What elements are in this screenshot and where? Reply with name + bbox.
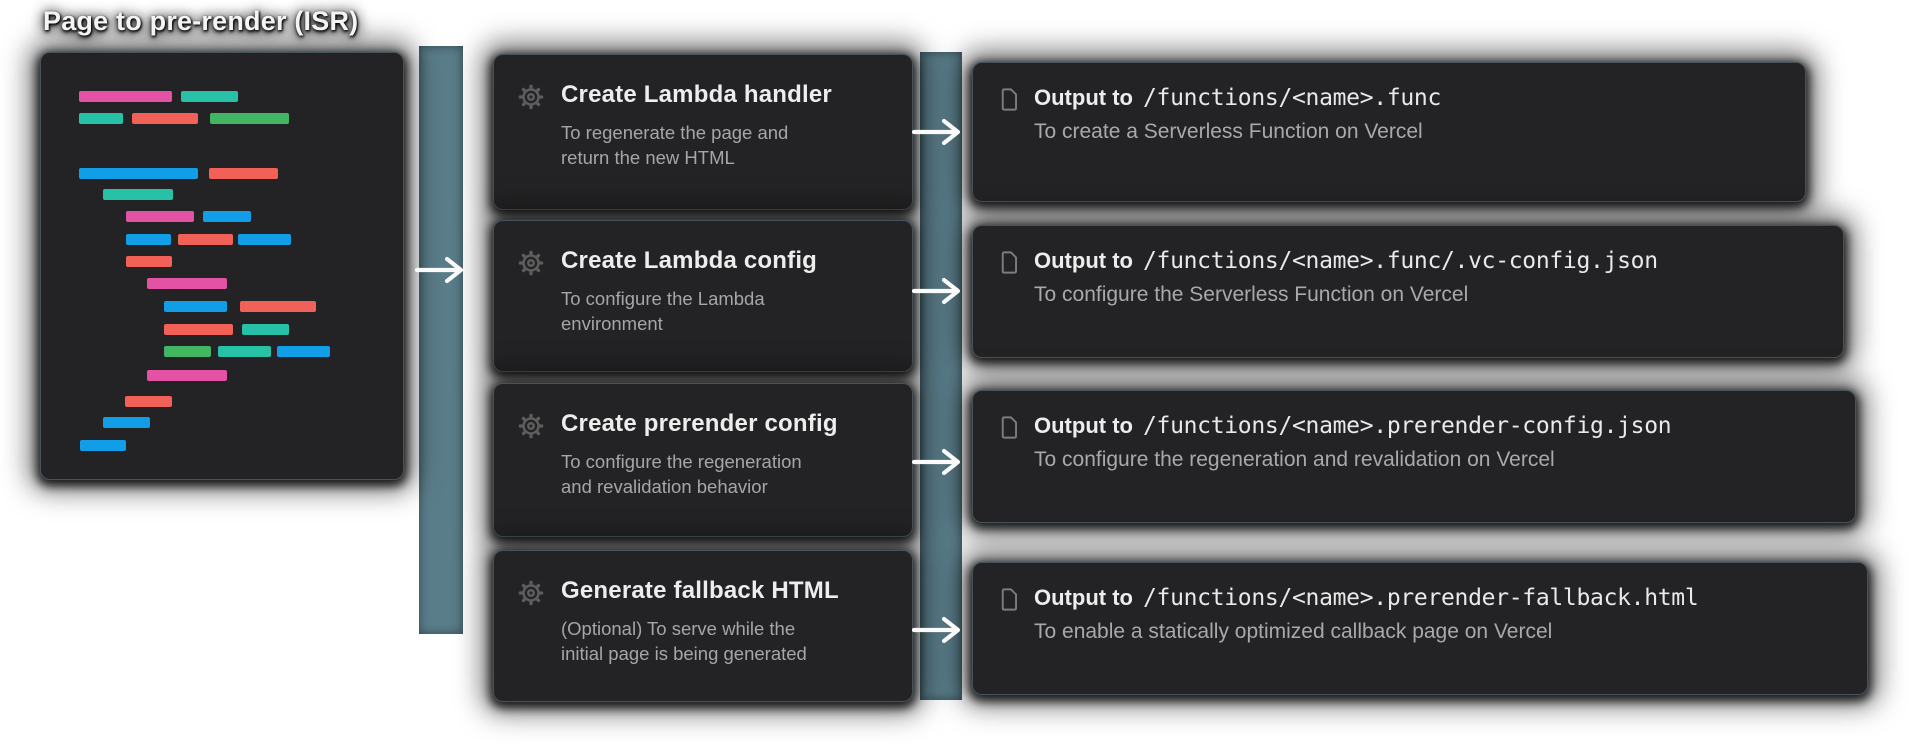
code-bar bbox=[126, 234, 171, 245]
code-bar bbox=[181, 91, 238, 102]
output-title-line: Output to/functions/<name>.func bbox=[1034, 85, 1441, 111]
code-bar bbox=[178, 234, 233, 245]
output-path: /functions/<name>.prerender-fallback.htm… bbox=[1142, 585, 1699, 611]
step-title: Create Lambda config bbox=[561, 247, 818, 274]
code-bar bbox=[80, 440, 126, 451]
gear-icon bbox=[518, 580, 544, 606]
output-path: /functions/<name>.func bbox=[1142, 85, 1442, 111]
code-bar bbox=[164, 324, 233, 335]
file-icon bbox=[1001, 251, 1017, 274]
code-bar bbox=[79, 113, 123, 124]
step-text: Create Lambda config To configure the La… bbox=[561, 247, 817, 336]
output-path: /functions/<name>.func/.vc-config.json bbox=[1142, 248, 1658, 274]
output-title-line: Output to/functions/<name>.func/.vc-conf… bbox=[1034, 248, 1658, 274]
code-bar bbox=[79, 91, 172, 102]
arrow-right-icon bbox=[912, 448, 961, 476]
output-label: Output to bbox=[1034, 248, 1133, 273]
code-bar bbox=[209, 168, 278, 179]
code-bar bbox=[203, 211, 251, 222]
output-description: To configure the regeneration and revali… bbox=[1034, 448, 1555, 471]
page-title: Page to pre-render (ISR) bbox=[43, 6, 359, 36]
code-bar bbox=[125, 396, 172, 407]
output-description: To enable a statically optimized callbac… bbox=[1034, 620, 1553, 643]
output-label: Output to bbox=[1034, 413, 1133, 438]
output-title-line: Output to/functions/<name>.prerender-con… bbox=[1034, 413, 1672, 439]
code-preview-panel bbox=[40, 52, 404, 480]
step-description: To configure the regeneration and revali… bbox=[561, 451, 802, 497]
code-bar bbox=[103, 417, 150, 428]
code-bar bbox=[164, 346, 211, 357]
output-title-line: Output to/functions/<name>.prerender-fal… bbox=[1034, 585, 1699, 611]
output-description: To create a Serverless Function on Verce… bbox=[1034, 120, 1423, 143]
arrow-right-icon bbox=[912, 118, 961, 146]
step-description: To configure the Lambda environment bbox=[561, 288, 765, 334]
code-bar bbox=[126, 256, 172, 267]
code-bar bbox=[277, 346, 330, 357]
code-bar bbox=[147, 278, 227, 289]
file-icon bbox=[1001, 88, 1017, 111]
step-text: Create Lambda handler To regenerate the … bbox=[561, 81, 832, 170]
arrow-right-icon bbox=[912, 616, 961, 644]
output-description: To configure the Serverless Function on … bbox=[1034, 283, 1469, 306]
output-text: Output to/functions/<name>.prerender-fal… bbox=[1034, 585, 1699, 644]
step-title: Create prerender config bbox=[561, 410, 838, 437]
code-bar bbox=[218, 346, 271, 357]
column-gap-band-1 bbox=[419, 46, 463, 634]
code-bar bbox=[126, 211, 194, 222]
file-icon bbox=[1001, 416, 1017, 439]
output-label: Output to bbox=[1034, 585, 1133, 610]
step-title: Create Lambda handler bbox=[561, 81, 832, 108]
output-prerender-fallback-html: Output to/functions/<name>.prerender-fal… bbox=[972, 562, 1868, 695]
code-bar bbox=[147, 370, 227, 381]
code-bar bbox=[164, 301, 227, 312]
step-create-lambda-handler: Create Lambda handler To regenerate the … bbox=[493, 54, 913, 210]
arrow-right-icon bbox=[415, 256, 464, 284]
output-path: /functions/<name>.prerender-config.json bbox=[1142, 413, 1672, 439]
step-generate-fallback-html: Generate fallback HTML (Optional) To ser… bbox=[493, 550, 913, 702]
output-text: Output to/functions/<name>.func To creat… bbox=[1034, 85, 1441, 144]
code-bar bbox=[210, 113, 289, 124]
output-func: Output to/functions/<name>.func To creat… bbox=[972, 62, 1806, 202]
step-description: To regenerate the page and return the ne… bbox=[561, 122, 789, 168]
code-bar bbox=[242, 324, 289, 335]
output-prerender-config-json: Output to/functions/<name>.prerender-con… bbox=[972, 390, 1856, 523]
step-description: (Optional) To serve while the initial pa… bbox=[561, 618, 807, 664]
gear-icon bbox=[518, 250, 544, 276]
file-icon bbox=[1001, 588, 1017, 611]
code-bar bbox=[103, 189, 173, 200]
code-bar bbox=[240, 301, 316, 312]
output-text: Output to/functions/<name>.func/.vc-conf… bbox=[1034, 248, 1658, 307]
column-gap-band-2 bbox=[920, 52, 962, 700]
step-create-lambda-config: Create Lambda config To configure the La… bbox=[493, 220, 913, 372]
output-label: Output to bbox=[1034, 85, 1133, 110]
code-bar bbox=[132, 113, 198, 124]
step-title: Generate fallback HTML bbox=[561, 577, 839, 604]
step-text: Generate fallback HTML (Optional) To ser… bbox=[561, 577, 839, 666]
step-create-prerender-config: Create prerender config To configure the… bbox=[493, 383, 913, 537]
code-bar bbox=[79, 168, 198, 179]
output-vc-config-json: Output to/functions/<name>.func/.vc-conf… bbox=[972, 225, 1844, 358]
step-text: Create prerender config To configure the… bbox=[561, 410, 838, 499]
gear-icon bbox=[518, 413, 544, 439]
gear-icon bbox=[518, 84, 544, 110]
code-bar bbox=[238, 234, 291, 245]
output-text: Output to/functions/<name>.prerender-con… bbox=[1034, 413, 1672, 472]
arrow-right-icon bbox=[912, 277, 961, 305]
